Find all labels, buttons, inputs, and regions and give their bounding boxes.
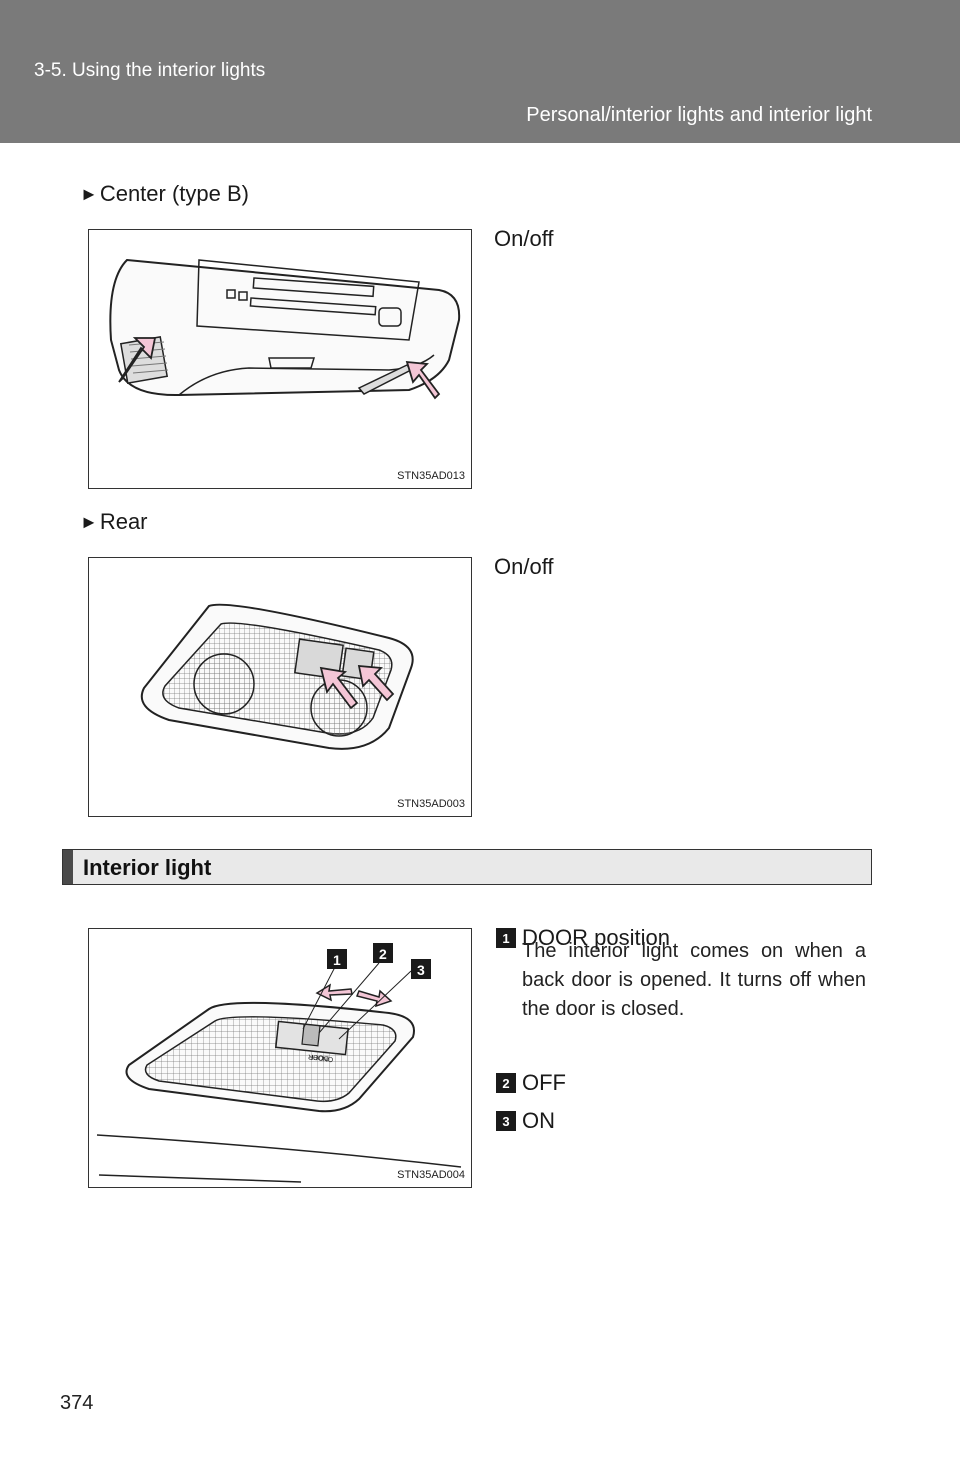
item-label: DOOR position [522, 925, 670, 950]
item-label: OFF [522, 1070, 566, 1095]
switch-right-arrow-icon [355, 989, 393, 1008]
section-bar-marker [63, 850, 73, 884]
page-subtitle: Personal/interior lights and interior li… [526, 104, 872, 126]
page-header: 3-5. Using the interior lights Personal/… [0, 0, 960, 143]
right-press-arrow-icon [405, 360, 441, 400]
rear-light-illustration [140, 603, 414, 750]
switch-label-off: OFF [309, 1053, 324, 1061]
triangle-bullet-icon: ► [80, 183, 98, 204]
center-heading-text: Center (type B) [99, 181, 249, 206]
item-description: The interior light comes on when a back … [522, 940, 866, 1020]
callout-box [373, 943, 393, 963]
section-heading-bar: Interior light [62, 849, 872, 885]
item-label: ON [522, 1108, 555, 1133]
center-light-figure: STN35AD013 [88, 229, 472, 489]
callout-3: 3 [417, 962, 425, 978]
callout-box [411, 959, 431, 979]
left-press-arrow-icon [118, 337, 157, 383]
page-number: 374 [60, 1392, 94, 1414]
switch-label-on: ON [322, 1054, 333, 1062]
rear-press-arrow-2-icon [357, 664, 395, 702]
item-door-position: 1 DOOR position [496, 925, 670, 951]
switch-left-arrow-icon [315, 983, 353, 1002]
rear-heading: ► Rear [80, 509, 148, 535]
section-title: 3-5. Using the interior lights [34, 60, 266, 81]
section-heading: Interior light [83, 855, 212, 880]
switch-label-door: DOOR [308, 1052, 330, 1061]
item-on: 3 ON [496, 1108, 555, 1134]
callout-box [327, 949, 347, 969]
center-light-illustration [109, 258, 461, 400]
figure-code: STN35AD013 [397, 470, 465, 482]
rear-light-figure: STN35AD003 [88, 557, 472, 817]
rear-press-arrow-1-icon [319, 666, 359, 710]
rear-heading-text: Rear [99, 509, 148, 534]
callout-2: 2 [379, 946, 387, 962]
number-badge-1: 1 [496, 928, 516, 948]
item-off: 2 OFF [496, 1070, 566, 1096]
callout-1: 1 [333, 952, 341, 968]
center-caption: On/off [494, 226, 554, 251]
interior-light-illustration: DOOR OFF ON 1 2 3 [96, 943, 462, 1183]
number-badge-3: 3 [496, 1111, 516, 1131]
triangle-bullet-icon: ► [80, 511, 98, 532]
number-badge-2: 2 [496, 1073, 516, 1093]
rear-caption: On/off [494, 554, 554, 579]
center-heading: ► Center (type B) [80, 181, 249, 207]
figure-code: STN35AD003 [397, 798, 465, 810]
interior-light-figure: DOOR OFF ON 1 2 3 STN35AD004 [88, 928, 472, 1188]
figure-code: STN35AD004 [397, 1169, 465, 1181]
